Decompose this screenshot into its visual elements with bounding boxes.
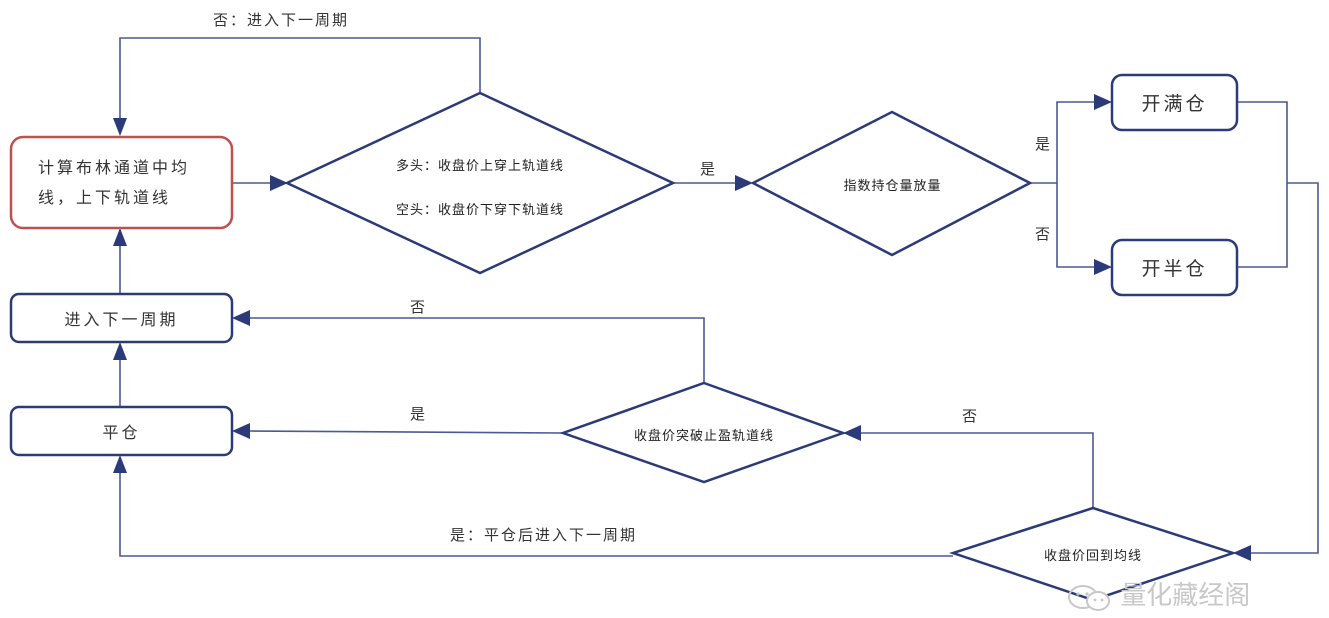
half-position-box (1110, 238, 1239, 297)
edge-top-loop (119, 37, 481, 120)
label-top-loop: 否：进入下一周期 (213, 11, 350, 29)
start-node-box (9, 135, 234, 230)
label-revert-no: 否 (962, 407, 980, 425)
oi-decision-text: 指数持仓量放量 (843, 179, 942, 194)
label-stop-no: 否 (410, 298, 428, 316)
label-stop-yes: 是 (410, 405, 428, 423)
stop-profit-text: 收盘价突破止盈轨道线 (633, 429, 774, 444)
wechat-icon (1066, 583, 1112, 611)
next-period-text: 进入下一周期 (64, 310, 179, 329)
signal-decision-diamond (284, 91, 676, 275)
oi-decision-diamond (750, 110, 1033, 257)
label-revert-yes: 是：平仓后进入下一周期 (450, 526, 638, 544)
close-position-box (9, 405, 234, 457)
next-period-box (9, 292, 234, 344)
full-position-text: 开满仓 (1141, 93, 1208, 115)
label-oi-no: 否 (1035, 225, 1053, 243)
edge-stop-no (250, 317, 705, 383)
label-oi-yes: 是 (1035, 135, 1053, 153)
edge-oi-no (1056, 183, 1094, 268)
start-node-line2: 线，上下轨道线 (38, 188, 172, 207)
close-position-text: 平仓 (102, 423, 141, 442)
signal-decision-line2: 空头：收盘价下穿下轨道线 (395, 203, 564, 218)
edge-to-revert (1251, 182, 1319, 554)
edge-revert-yes (119, 473, 953, 557)
half-position-text: 开半仓 (1141, 258, 1208, 280)
mean-revert-text: 收盘价回到均线 (1043, 549, 1142, 564)
start-node-text: 计算布林通道中均 线，上下轨道线 (20, 150, 220, 216)
watermark-text: 量化藏经阁 (1120, 581, 1251, 611)
full-position-box (1110, 73, 1239, 132)
stop-profit-diamond (559, 381, 847, 484)
label-signal-yes: 是 (700, 160, 718, 178)
edge-revert-no (861, 432, 1094, 508)
watermark: 量化藏经阁 (1066, 575, 1250, 612)
edge-stop-yes (249, 430, 564, 434)
edge-oi-yes (1030, 101, 1094, 184)
signal-decision-line1: 多头：收盘价上穿上轨道线 (395, 159, 564, 174)
start-node-line1: 计算布林通道中均 (38, 158, 191, 177)
edge-full-merge (1237, 101, 1288, 268)
